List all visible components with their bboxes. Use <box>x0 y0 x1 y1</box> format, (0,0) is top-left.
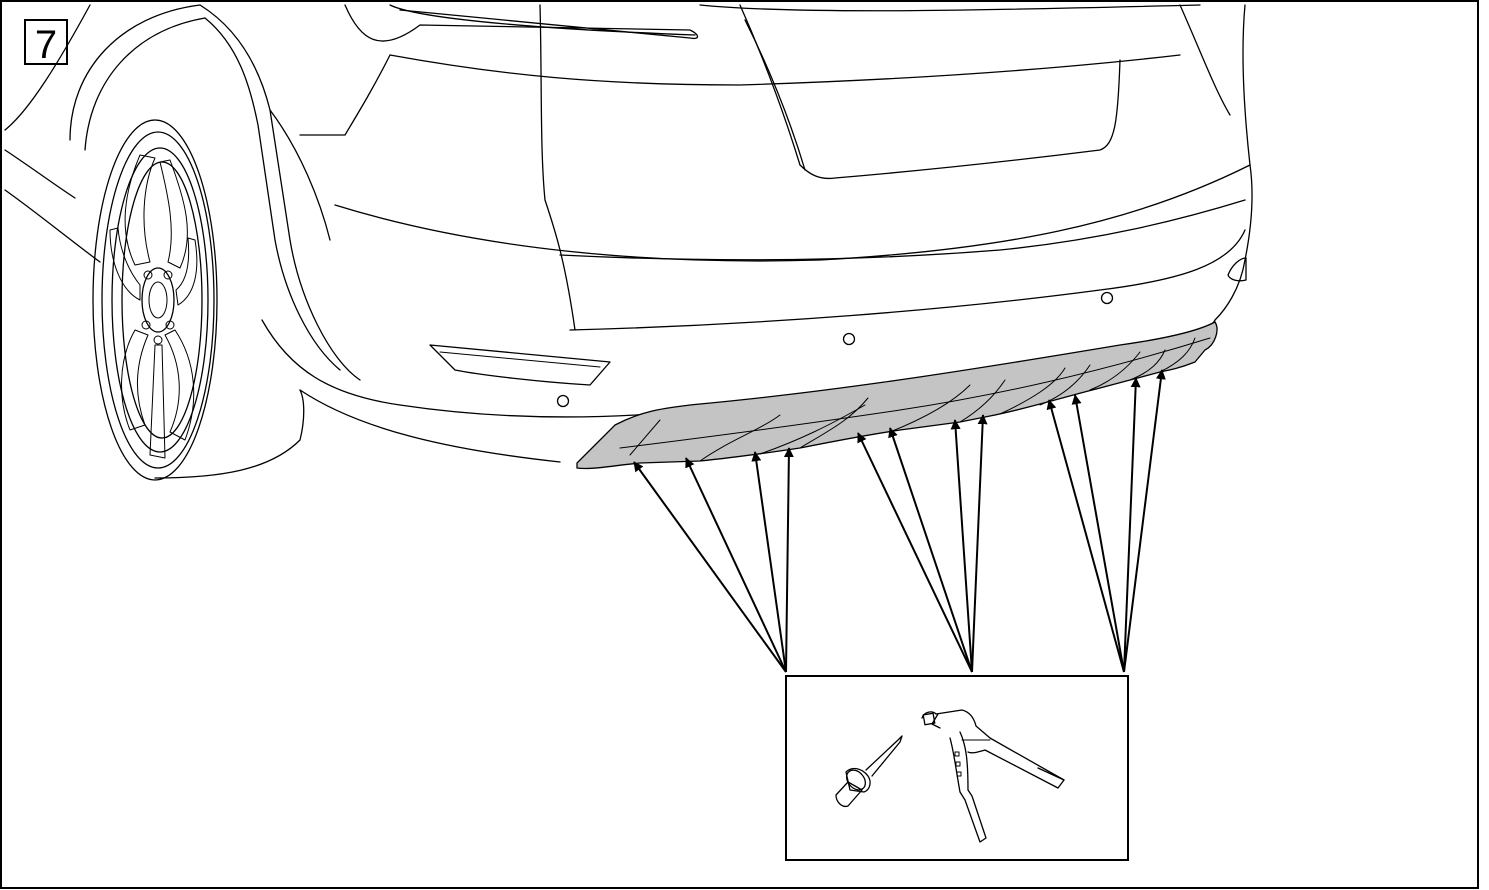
car-rear-icon <box>4 4 1253 481</box>
fixing-arrow <box>633 461 787 673</box>
fixing-arrow <box>1071 394 1125 673</box>
fixing-arrow <box>783 447 794 673</box>
fixing-arrow <box>1123 369 1166 673</box>
step-badge: 7 <box>24 19 68 67</box>
tool-inset <box>785 675 1129 861</box>
fixing-arrow <box>1123 377 1141 673</box>
fixing-arrow <box>1046 399 1125 673</box>
arrows-right-group <box>1046 369 1166 673</box>
fixing-arrow <box>888 427 973 673</box>
arrows-left-group <box>633 447 794 673</box>
blind-rivet-icon <box>835 735 903 808</box>
fixing-arrow <box>751 451 787 673</box>
fixing-arrow <box>685 457 787 673</box>
arrows-middle-group <box>857 414 988 673</box>
fixing-arrow <box>971 414 988 673</box>
fixing-arrow <box>950 419 973 673</box>
step-number: 7 <box>35 23 57 67</box>
rivet-gun-icon <box>921 709 1065 843</box>
fixing-arrow <box>857 432 973 673</box>
